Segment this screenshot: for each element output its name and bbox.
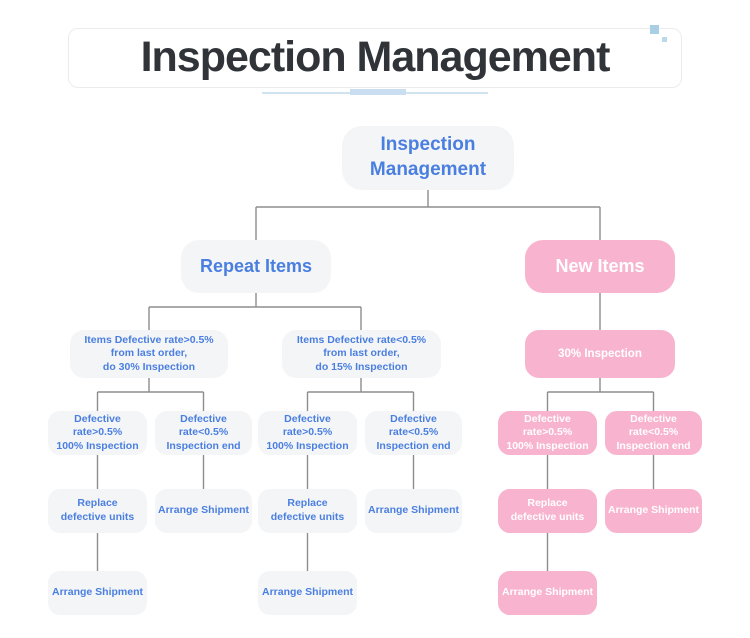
page-title: Inspection Management (140, 33, 611, 81)
node-new-inspect-end: Defective rate<0.5% Inspection end (605, 411, 702, 455)
node-new-replace: Replace defective units (498, 489, 597, 533)
node-r2-replace: Replace defective units (258, 489, 357, 533)
title-card (68, 28, 682, 88)
node-repeat-defect-low: Items Defective rate<0.5% from last orde… (282, 330, 441, 378)
node-new-inspect-100: Defective rate>0.5% 100% Inspection (498, 411, 597, 455)
node-repeat-items: Repeat Items (181, 240, 331, 293)
node-r1-ship: Arrange Shipment (48, 571, 147, 615)
node-r1-arrange: Arrange Shipment (155, 489, 252, 533)
node-r1-inspect-100: Defective rate>0.5% 100% Inspection (48, 411, 147, 455)
node-r2-inspect-end: Defective rate<0.5% Inspection end (365, 411, 462, 455)
node-repeat-defect-high: Items Defective rate>0.5% from last orde… (70, 330, 228, 378)
node-r2-ship: Arrange Shipment (258, 571, 357, 615)
node-r2-arrange: Arrange Shipment (365, 489, 462, 533)
node-new-30-inspection: 30% Inspection (525, 330, 675, 378)
node-r2-inspect-100: Defective rate>0.5% 100% Inspection (258, 411, 357, 455)
accent-square-icon (650, 25, 659, 34)
node-root: Inspection Management (342, 126, 514, 190)
title-underline-accent (350, 89, 406, 95)
accent-square-small-icon (662, 37, 667, 42)
node-new-arrange: Arrange Shipment (605, 489, 702, 533)
node-new-items: New Items (525, 240, 675, 293)
node-new-ship: Arrange Shipment (498, 571, 597, 615)
node-r1-replace: Replace defective units (48, 489, 147, 533)
node-r1-inspect-end: Defective rate<0.5% Inspection end (155, 411, 252, 455)
